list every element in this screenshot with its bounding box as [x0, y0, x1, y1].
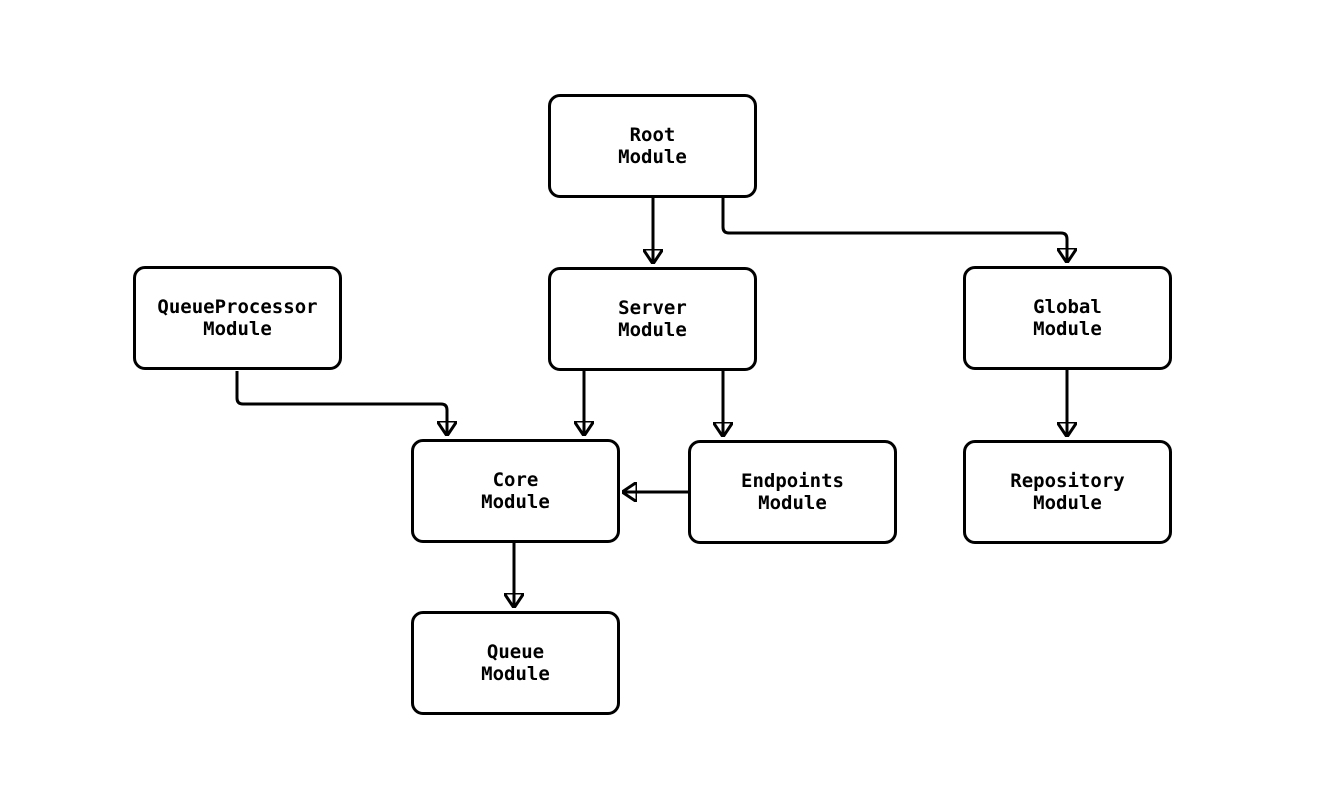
edge-queueprocessor-to-core — [235, 371, 447, 436]
node-server-module: Server Module — [548, 267, 757, 371]
node-core-module: Core Module — [411, 439, 620, 543]
edge-root-to-global — [721, 198, 1067, 263]
node-queue-module: Queue Module — [411, 611, 620, 715]
node-core-module-label: Core Module — [481, 469, 550, 513]
node-global-module: Global Module — [963, 266, 1172, 370]
node-root-module-label: Root Module — [618, 124, 687, 168]
node-queueprocessor-module: QueueProcessor Module — [133, 266, 342, 370]
node-repository-module-label: Repository Module — [1010, 470, 1125, 514]
node-server-module-label: Server Module — [618, 297, 687, 341]
node-repository-module: Repository Module — [963, 440, 1172, 544]
node-endpoints-module: Endpoints Module — [688, 440, 897, 544]
node-endpoints-module-label: Endpoints Module — [741, 470, 844, 514]
node-global-module-label: Global Module — [1033, 296, 1102, 340]
node-queue-module-label: Queue Module — [481, 641, 550, 685]
node-root-module: Root Module — [548, 94, 757, 198]
node-queueprocessor-module-label: QueueProcessor Module — [157, 296, 318, 340]
